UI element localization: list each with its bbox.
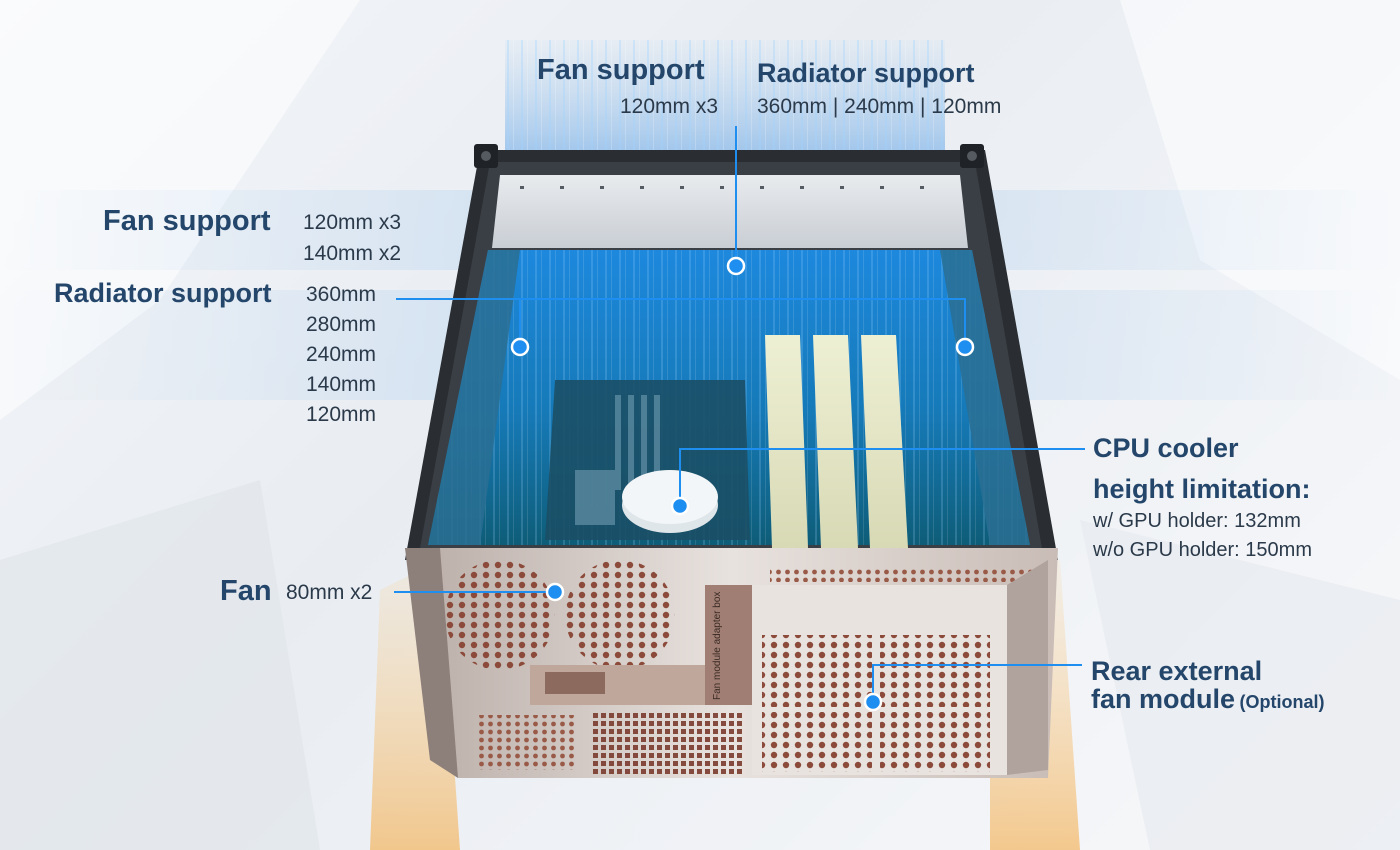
side-radiator-value-1: 360mm: [306, 283, 377, 306]
side-radiator-support-title: Radiator support: [54, 278, 272, 308]
radiator-dot-right: [955, 337, 975, 357]
side-fan-support-value-2: 140mm x2: [303, 242, 402, 265]
rear-module-title: Rear external: [1091, 656, 1263, 686]
side-radiator-value-5: 120mm: [306, 403, 377, 426]
radiator-leader: [396, 298, 966, 347]
side-radiator-value-2: 280mm: [306, 313, 377, 336]
side-radiator-value-3: 240mm: [306, 343, 377, 366]
top-fan-support-title: Fan support: [537, 54, 705, 86]
side-fan-support-title: Fan support: [103, 205, 271, 237]
rear-module-title-2: fan module (Optional): [1091, 686, 1324, 713]
cpu-cooler-value-1: w/ GPU holder: 132mm: [1093, 510, 1301, 532]
top-radiator-support-value: 360mm | 240mm | 120mm: [757, 95, 1002, 118]
side-fan-support-value-1: 120mm x3: [303, 211, 402, 234]
front-fan-title: Fan: [220, 575, 272, 607]
side-radiator-value-4: 140mm: [306, 373, 377, 396]
top-fan-dot: [726, 256, 746, 276]
fan-dot: [545, 582, 565, 602]
cpu-leader: [679, 448, 1085, 506]
rear-module-title-2-text: fan module: [1091, 684, 1236, 714]
cpu-dot: [670, 496, 690, 516]
rear-module-leader: [872, 664, 1082, 702]
rear-module-dot: [863, 692, 883, 712]
front-fan-value: 80mm x2: [286, 581, 373, 604]
top-radiator-support-title: Radiator support: [757, 58, 975, 88]
cpu-cooler-title: CPU cooler: [1093, 433, 1239, 463]
rear-module-optional-note: (Optional): [1239, 692, 1325, 712]
cpu-cooler-title-2: height limitation:: [1093, 474, 1311, 504]
top-fan-support-value: 120mm x3: [620, 95, 719, 118]
radiator-dot-left: [510, 337, 530, 357]
cpu-cooler-value-2: w/o GPU holder: 150mm: [1093, 539, 1312, 561]
